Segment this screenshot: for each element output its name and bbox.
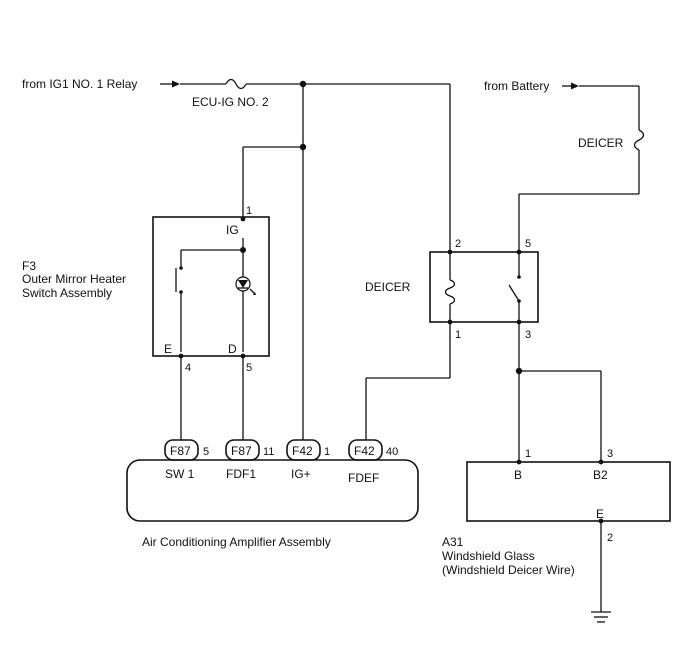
connector-f42	[286, 439, 321, 461]
ground-icon	[591, 611, 611, 623]
terminal-dot	[598, 459, 604, 465]
relay-pin-1: 1	[455, 329, 461, 341]
relay-contact-icon	[517, 275, 521, 279]
amplifier-terminal-fdf1: FDF1	[226, 467, 256, 481]
windshield-box	[466, 461, 671, 522]
battery-arrow-icon	[562, 82, 579, 90]
connector-code: F42	[354, 444, 375, 458]
ecu-ig-fuse-icon	[225, 78, 247, 90]
switch-e-pin: 4	[185, 362, 191, 374]
connector-code: F42	[292, 444, 313, 458]
windshield-name-line2: (Windshield Deicer Wire)	[442, 563, 575, 577]
relay-pin-3: 3	[525, 329, 531, 341]
relay-box	[429, 251, 539, 323]
connector-pin: 1	[324, 446, 330, 458]
switch-assembly-name-line2: Switch Assembly	[22, 286, 112, 300]
switch-assembly-box	[152, 216, 270, 357]
switch-assembly-code: F3	[22, 259, 36, 273]
deicer-fuse-icon	[633, 129, 645, 151]
connector-f87	[164, 439, 199, 461]
windshield-pin-e: 2	[607, 532, 613, 544]
ig1-arrow-icon	[160, 80, 180, 88]
connector-pin: 40	[386, 446, 398, 458]
windshield-terminal-b: B	[514, 468, 522, 482]
connector-pin: 11	[263, 446, 274, 458]
indicator-led-icon	[235, 276, 256, 295]
connector-f42	[348, 439, 383, 461]
connector-code: F87	[170, 444, 191, 458]
windshield-terminal-b2: B2	[593, 468, 608, 482]
switch-contact-icon	[175, 266, 183, 294]
deicer-fuse-label: DEICER	[578, 136, 624, 150]
amplifier-box	[126, 459, 419, 522]
switch-ig-terminal: IG	[226, 223, 239, 237]
windshield-code: A31	[442, 535, 464, 549]
ecu-ig-fuse-label: ECU-IG NO. 2	[192, 95, 269, 109]
amplifier-terminal-ig-plus: IG+	[291, 467, 311, 481]
ig1-relay-source-label: from IG1 NO. 1 Relay	[22, 77, 137, 91]
switch-ig-pin: 1	[246, 205, 252, 217]
relay-pin-2: 2	[455, 238, 461, 250]
relay-pin-5: 5	[525, 238, 531, 250]
switch-d-pin: 5	[246, 362, 252, 374]
switch-assembly-name-line1: Outer Mirror Heater	[22, 272, 126, 286]
connector-pin: 5	[203, 446, 209, 458]
relay-coil-icon	[444, 279, 456, 305]
amplifier-terminal-sw1: SW 1	[165, 467, 195, 481]
windshield-pin-b: 1	[525, 448, 531, 460]
amplifier-terminal-fdef: FDEF	[348, 471, 379, 485]
switch-d-terminal: D	[228, 342, 237, 356]
relay-switch-blade-icon	[508, 284, 520, 302]
windshield-name-line1: Windshield Glass	[442, 549, 535, 563]
windshield-pin-b2: 3	[607, 448, 613, 460]
connector-code: F87	[231, 444, 252, 458]
windshield-terminal-e: E	[596, 507, 604, 521]
terminal-dot	[516, 459, 522, 465]
battery-source-label: from Battery	[484, 79, 549, 93]
terminal-dot	[240, 216, 246, 222]
amplifier-label: Air Conditioning Amplifier Assembly	[142, 535, 331, 549]
connector-f87	[225, 439, 260, 461]
relay-label: DEICER	[365, 280, 411, 294]
switch-e-terminal: E	[164, 342, 172, 356]
